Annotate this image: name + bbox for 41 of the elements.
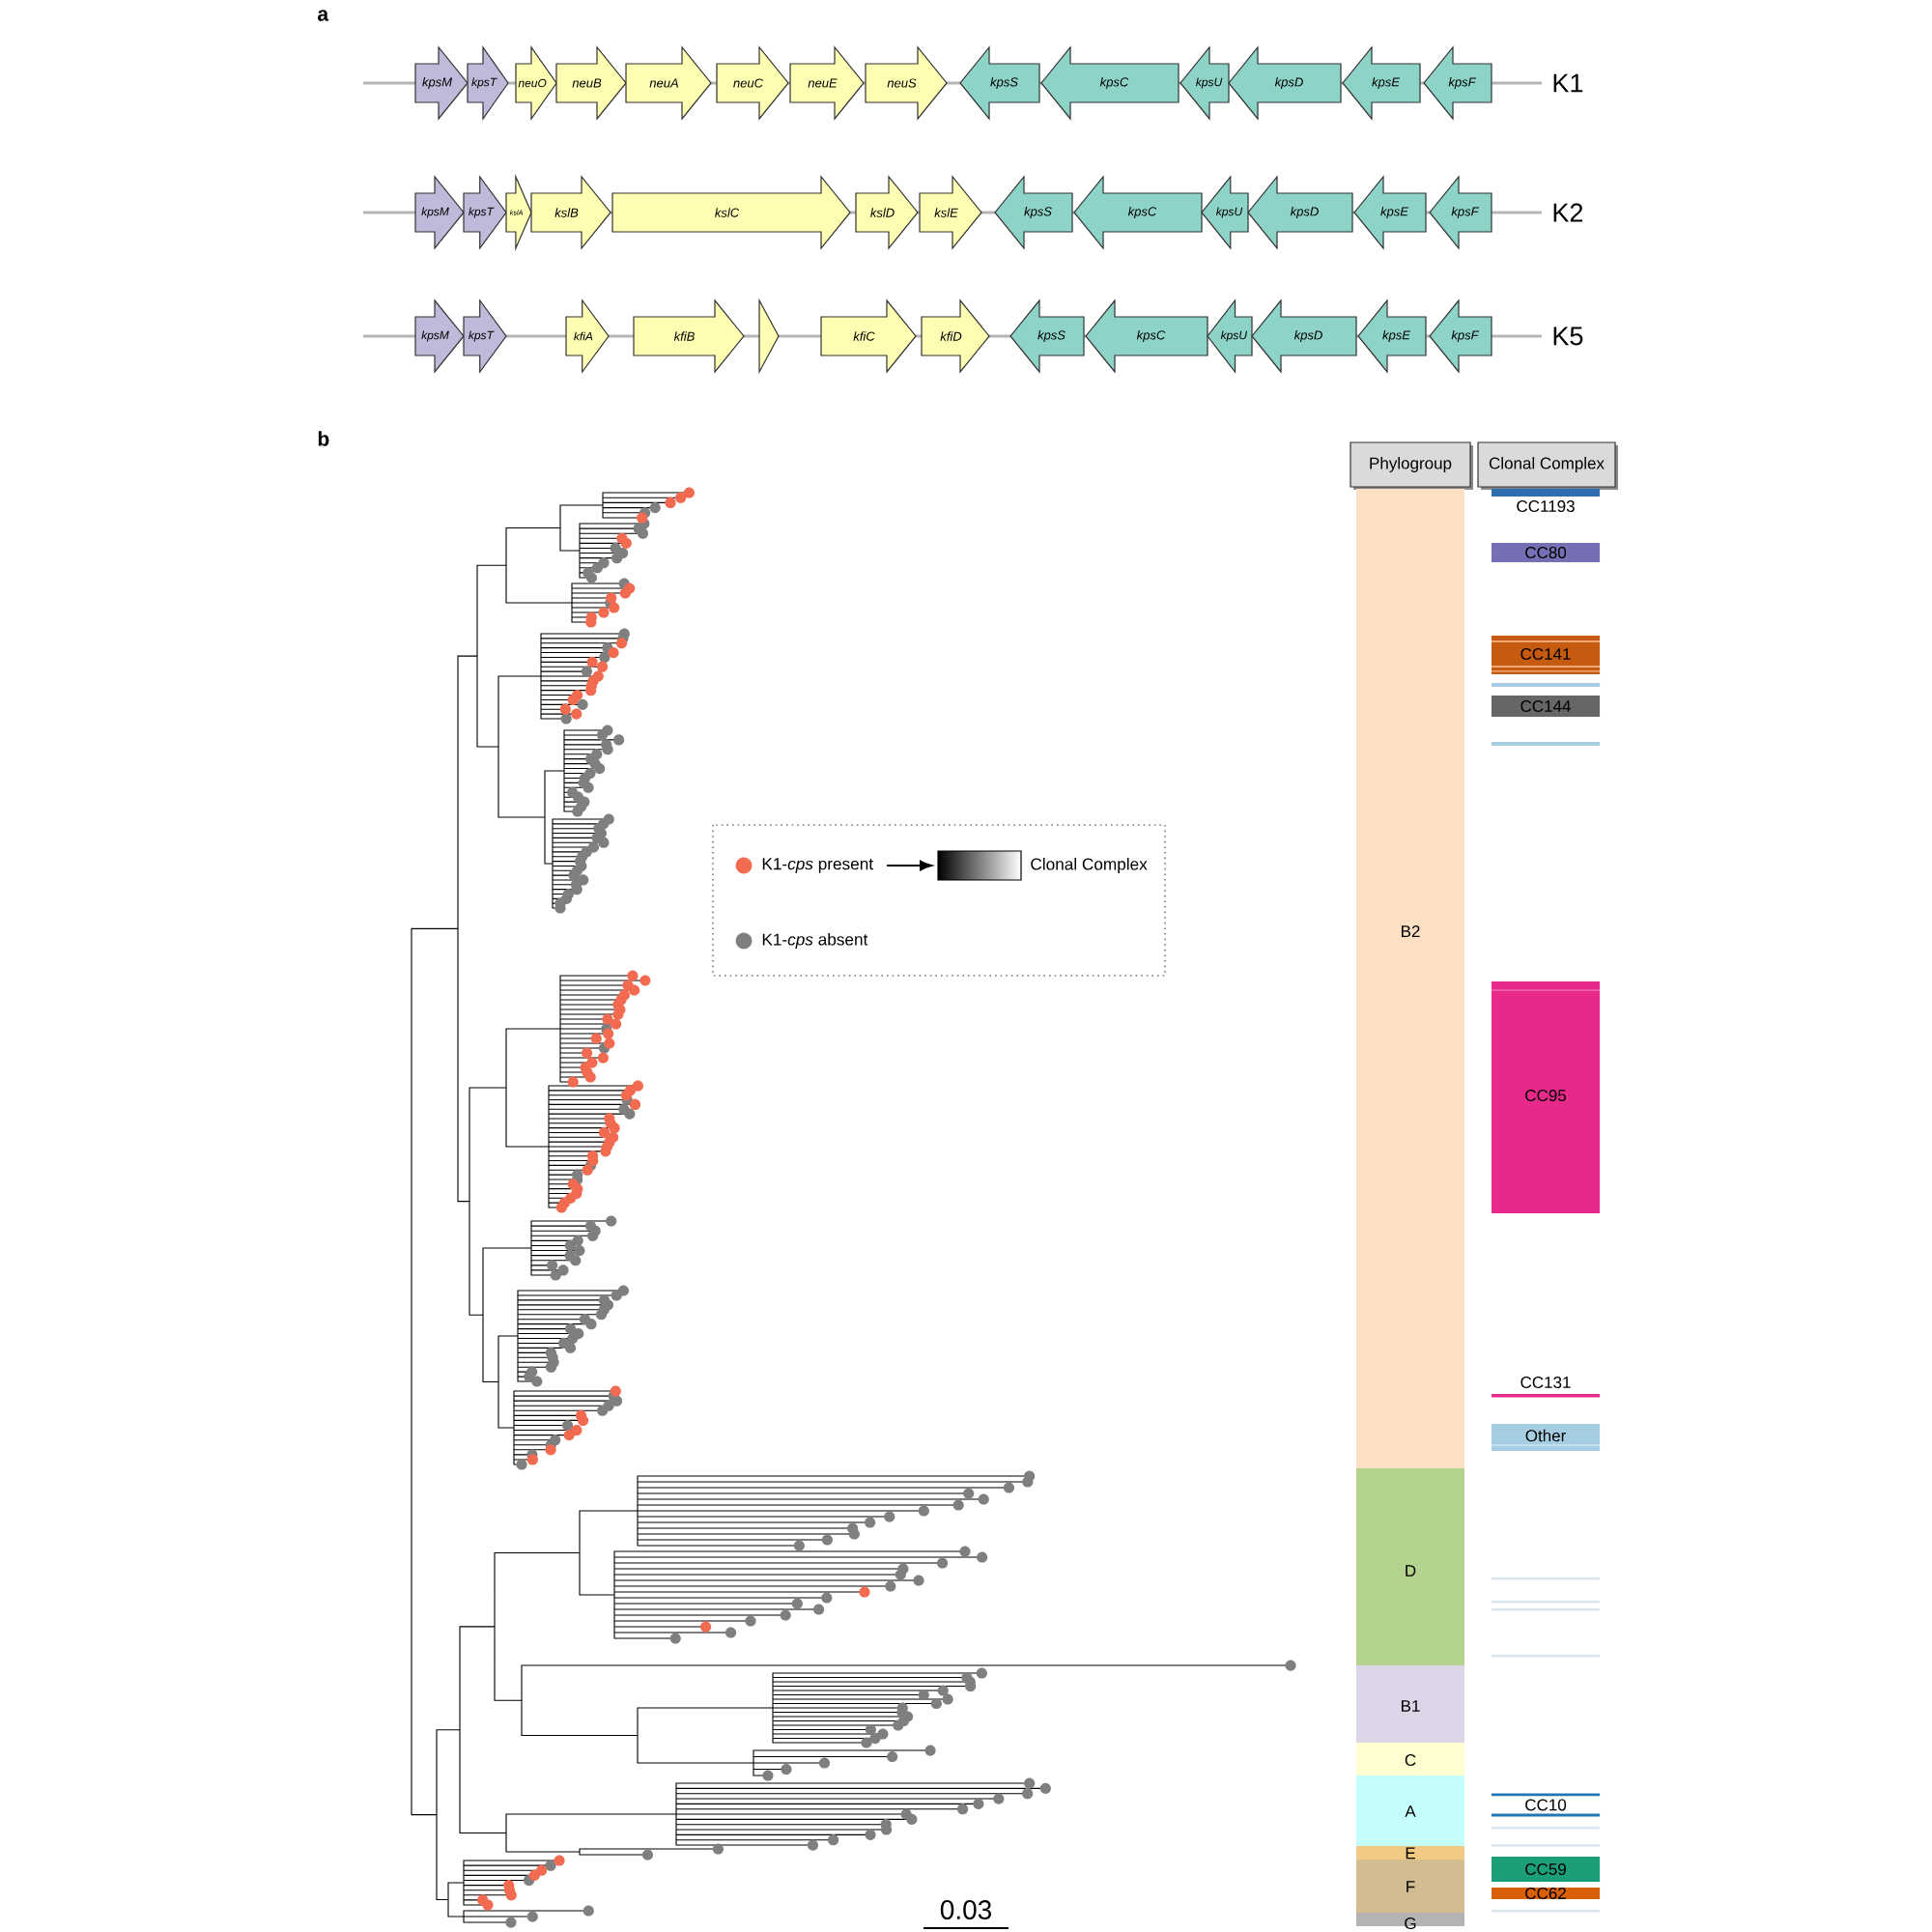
color-band: B1: [1356, 1665, 1465, 1743]
row-label: K1: [1553, 73, 1583, 93]
color-band: E: [1356, 1846, 1465, 1861]
color-band: CC1193: [1492, 489, 1601, 512]
color-band: D: [1356, 1468, 1465, 1665]
scale-label: 0.03: [940, 1900, 991, 1919]
color-band: CC141: [1492, 636, 1601, 674]
stripe: [1492, 1910, 1601, 1913]
color-band: CC131: [1492, 1377, 1601, 1398]
color-band: F: [1356, 1860, 1465, 1913]
node-label: CC131: [1520, 1377, 1571, 1389]
stripe: [1492, 1601, 1601, 1604]
color-band: CC59: [1492, 1857, 1601, 1883]
panel-label: a: [318, 10, 329, 21]
color-band: CC80: [1492, 543, 1601, 562]
node-label: CC10: [1525, 1799, 1567, 1811]
color-band: B2: [1356, 489, 1465, 1468]
legend-label: Clonal Complex: [1031, 858, 1148, 874]
node-label: CC1193: [1517, 500, 1575, 513]
stripe: [1492, 1827, 1601, 1830]
legend-label: K1-cps absent: [762, 933, 868, 950]
color-band: C: [1356, 1743, 1465, 1776]
stripe: [1492, 1577, 1601, 1580]
color-band: Other: [1492, 1424, 1601, 1451]
stripe: [1492, 1608, 1601, 1611]
color-band: G: [1356, 1913, 1465, 1930]
color-band: CC10: [1492, 1793, 1601, 1817]
stripe: [1492, 1844, 1601, 1847]
stripe: [1492, 1655, 1601, 1658]
color-band: A: [1356, 1776, 1465, 1846]
header-box: Phylogroup: [1350, 441, 1473, 490]
row-label: K5: [1553, 327, 1583, 346]
row-label: K2: [1553, 203, 1583, 222]
stripe: [1492, 742, 1601, 746]
color-band: CC95: [1492, 981, 1601, 1213]
panel-label: b: [318, 431, 329, 446]
color-band: CC62: [1492, 1888, 1601, 1900]
legend-label: K1-cps present: [762, 858, 873, 873]
color-band: CC144: [1492, 696, 1601, 717]
header-box: Clonal Complex: [1477, 441, 1619, 490]
stripe: [1492, 683, 1601, 687]
